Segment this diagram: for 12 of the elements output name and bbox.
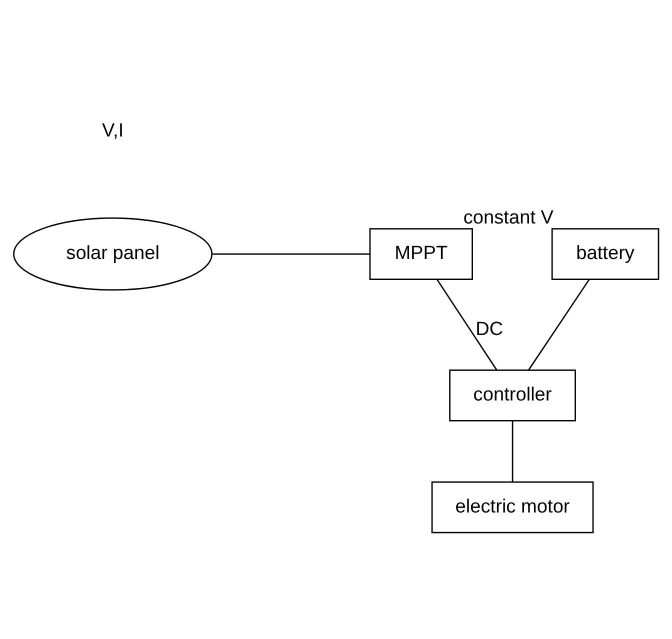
connector [528,279,590,371]
connector [512,421,514,482]
connector [436,279,498,371]
edge-label: DC [476,319,504,340]
node-box: electric motor [431,481,594,534]
connector [212,253,370,255]
node-box: controller [449,370,576,422]
node-label: constant V [463,208,554,229]
node-box: MPPT [369,228,473,280]
node-box: battery [551,228,660,280]
node-ellipse: solar panel [13,217,213,291]
label: V,I [102,120,124,142]
